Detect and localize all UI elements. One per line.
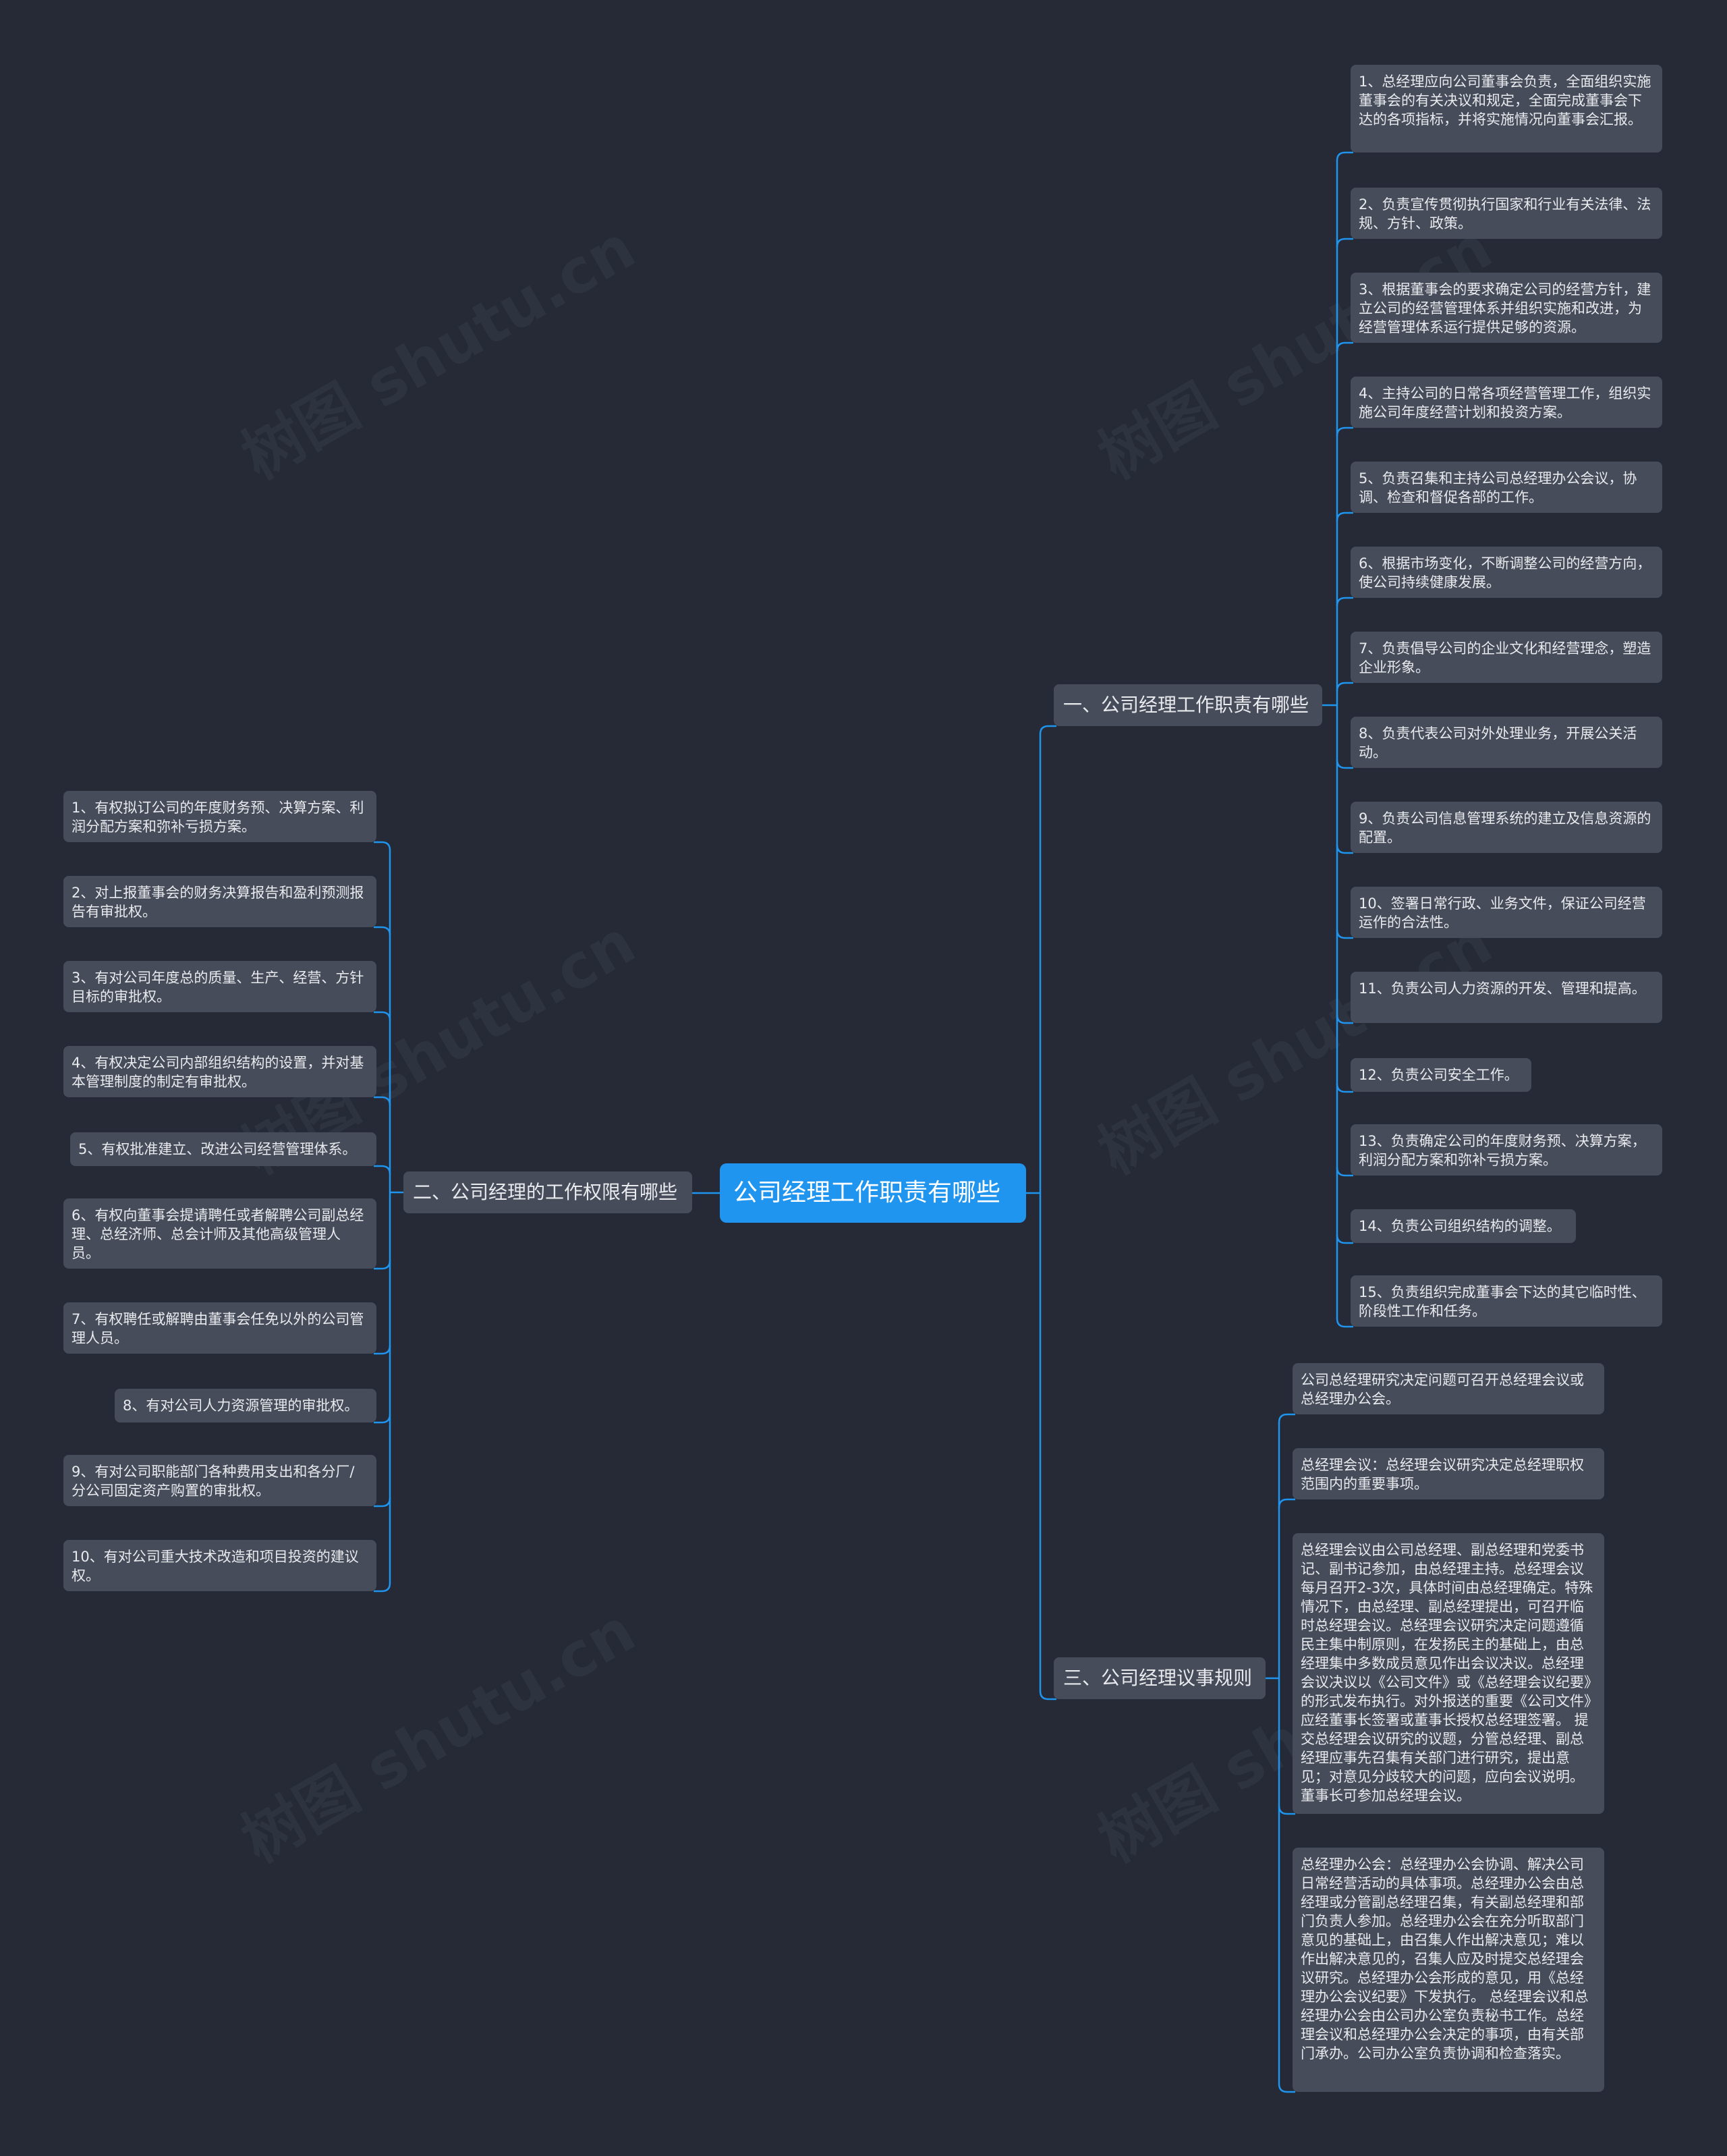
connector-14 (1336, 759, 1353, 769)
leaf-1-4[interactable]: 4、主持公司的日常各项经营管理工作，组织实施公司年度经营计划和投资方案。 (1351, 377, 1662, 428)
connector-8 (1336, 238, 1353, 248)
connector-12 (1336, 597, 1353, 607)
connector-39 (1278, 2083, 1295, 2093)
leaf-1-13[interactable]: 13、负责确定公司的年度财务预、决算方案，利润分配方案和弥补亏损方案。 (1351, 1124, 1662, 1176)
connector-38 (1278, 1805, 1295, 1815)
connector-2 (1039, 725, 1056, 735)
branch-2[interactable]: 二、公司经理的工作权限有哪些 (403, 1171, 692, 1213)
connector-31 (374, 1414, 391, 1424)
leaf-1-2[interactable]: 2、负责宣传贯彻执行国家和行业有关法律、法规、方针、政策。 (1351, 188, 1662, 239)
connector-26 (374, 1011, 391, 1021)
leaf-1-6[interactable]: 6、根据市场变化，不断调整公司的经营方向，使公司持续健康发展。 (1351, 547, 1662, 598)
connector-11 (1336, 512, 1353, 522)
leaf-3-4[interactable]: 总经理办公会：总经理办公会协调、解决公司日常经营活动的具体事项。总经理办公会由总… (1293, 1848, 1604, 2092)
leaf-3-2[interactable]: 总经理会议：总经理会议研究决定总经理职权范围内的重要事项。 (1293, 1448, 1604, 1499)
leaf-2-1[interactable]: 1、有权拟订公司的年度财务预、决算方案、利润分配方案和弥补亏损方案。 (63, 791, 376, 842)
leaf-2-8[interactable]: 8、有对公司人力资源管理的审批权。 (115, 1389, 376, 1422)
connector-33 (374, 1582, 391, 1593)
connector-16 (1336, 929, 1353, 939)
leaf-1-3[interactable]: 3、根据董事会的要求确定公司的经营方针，建立公司的经营管理体系并组织实施和改进，… (1351, 273, 1662, 343)
leaf-1-11[interactable]: 11、负责公司人力资源的开发、管理和提高。 (1351, 972, 1662, 1023)
leaf-2-7[interactable]: 7、有权聘任或解聘由董事会任免以外的公司管理人员。 (63, 1302, 376, 1354)
leaf-1-15[interactable]: 15、负责组织完成董事会下达的其它临时性、阶段性工作和任务。 (1351, 1275, 1662, 1327)
leaf-3-3[interactable]: 总经理会议由公司总经理、副总经理和党委书记、副书记参加，由总经理主持。总经理会议… (1293, 1533, 1604, 1814)
connector-17 (1336, 1014, 1353, 1024)
leaf-2-2[interactable]: 2、对上报董事会的财务决算报告和盈利预测报告有审批权。 (63, 876, 376, 927)
branch-1[interactable]: 一、公司经理工作职责有哪些 (1054, 684, 1322, 726)
connector-27 (374, 1096, 391, 1106)
leaf-1-8[interactable]: 8、负责代表公司对外处理业务，开展公关活动。 (1351, 717, 1662, 768)
connector-13 (1336, 682, 1353, 692)
leaf-2-9[interactable]: 9、有对公司职能部门各种费用支出和各分厂/分公司固定资产购置的审批权。 (63, 1455, 376, 1506)
connector-32 (374, 1497, 391, 1508)
connector-10 (1336, 426, 1353, 437)
connector-7 (1336, 151, 1353, 161)
leaf-1-9[interactable]: 9、负责公司信息管理系统的建立及信息资源的配置。 (1351, 802, 1662, 853)
connector-37 (1278, 1498, 1295, 1508)
leaf-1-7[interactable]: 7、负责倡导公司的企业文化和经营理念，塑造企业形象。 (1351, 632, 1662, 683)
connector-21 (1336, 1318, 1353, 1328)
connector-28 (374, 1165, 391, 1175)
branch-3[interactable]: 三、公司经理议事规则 (1054, 1657, 1266, 1699)
leaf-2-10[interactable]: 10、有对公司重大技术改造和项目投资的建议权。 (63, 1540, 376, 1591)
connector-29 (374, 1260, 391, 1270)
leaf-1-14[interactable]: 14、负责公司组织结构的调整。 (1351, 1209, 1576, 1243)
connector-19 (1336, 1167, 1353, 1177)
leaf-1-1[interactable]: 1、总经理应向公司董事会负责，全面组织实施董事会的有关决议和规定，全面完成董事会… (1351, 65, 1662, 153)
connector-18 (1336, 1083, 1353, 1093)
leaf-1-10[interactable]: 10、签署日常行政、业务文件，保证公司经营运作的合法性。 (1351, 887, 1662, 938)
leaf-2-4[interactable]: 4、有权决定公司内部组织结构的设置，并对基本管理制度的制定有审批权。 (63, 1046, 376, 1097)
leaf-1-5[interactable]: 5、负责召集和主持公司总经理办公会议，协调、检查和督促各部的工作。 (1351, 462, 1662, 513)
leaf-2-3[interactable]: 3、有对公司年度总的质量、生产、经营、方针目标的审批权。 (63, 961, 376, 1012)
connector-15 (1336, 844, 1353, 854)
connector-30 (374, 1345, 391, 1355)
connector-3 (1039, 1690, 1056, 1701)
connector-9 (1336, 341, 1353, 352)
leaf-2-6[interactable]: 6、有权向董事会提请聘任或者解聘公司副总经理、总经济师、总会计师及其他高级管理人… (63, 1198, 376, 1269)
connector-36 (1278, 1413, 1295, 1423)
root-topic[interactable]: 公司经理工作职责有哪些 (720, 1163, 1026, 1223)
connector-20 (1336, 1234, 1353, 1244)
leaf-2-5[interactable]: 5、有权批准建立、改进公司经营管理体系。 (70, 1132, 376, 1166)
connector-25 (374, 926, 391, 936)
leaf-1-12[interactable]: 12、负责公司安全工作。 (1351, 1058, 1531, 1092)
connector-24 (374, 841, 391, 851)
leaf-3-1[interactable]: 公司总经理研究决定问题可召开总经理会议或总经理办公会。 (1293, 1363, 1604, 1414)
